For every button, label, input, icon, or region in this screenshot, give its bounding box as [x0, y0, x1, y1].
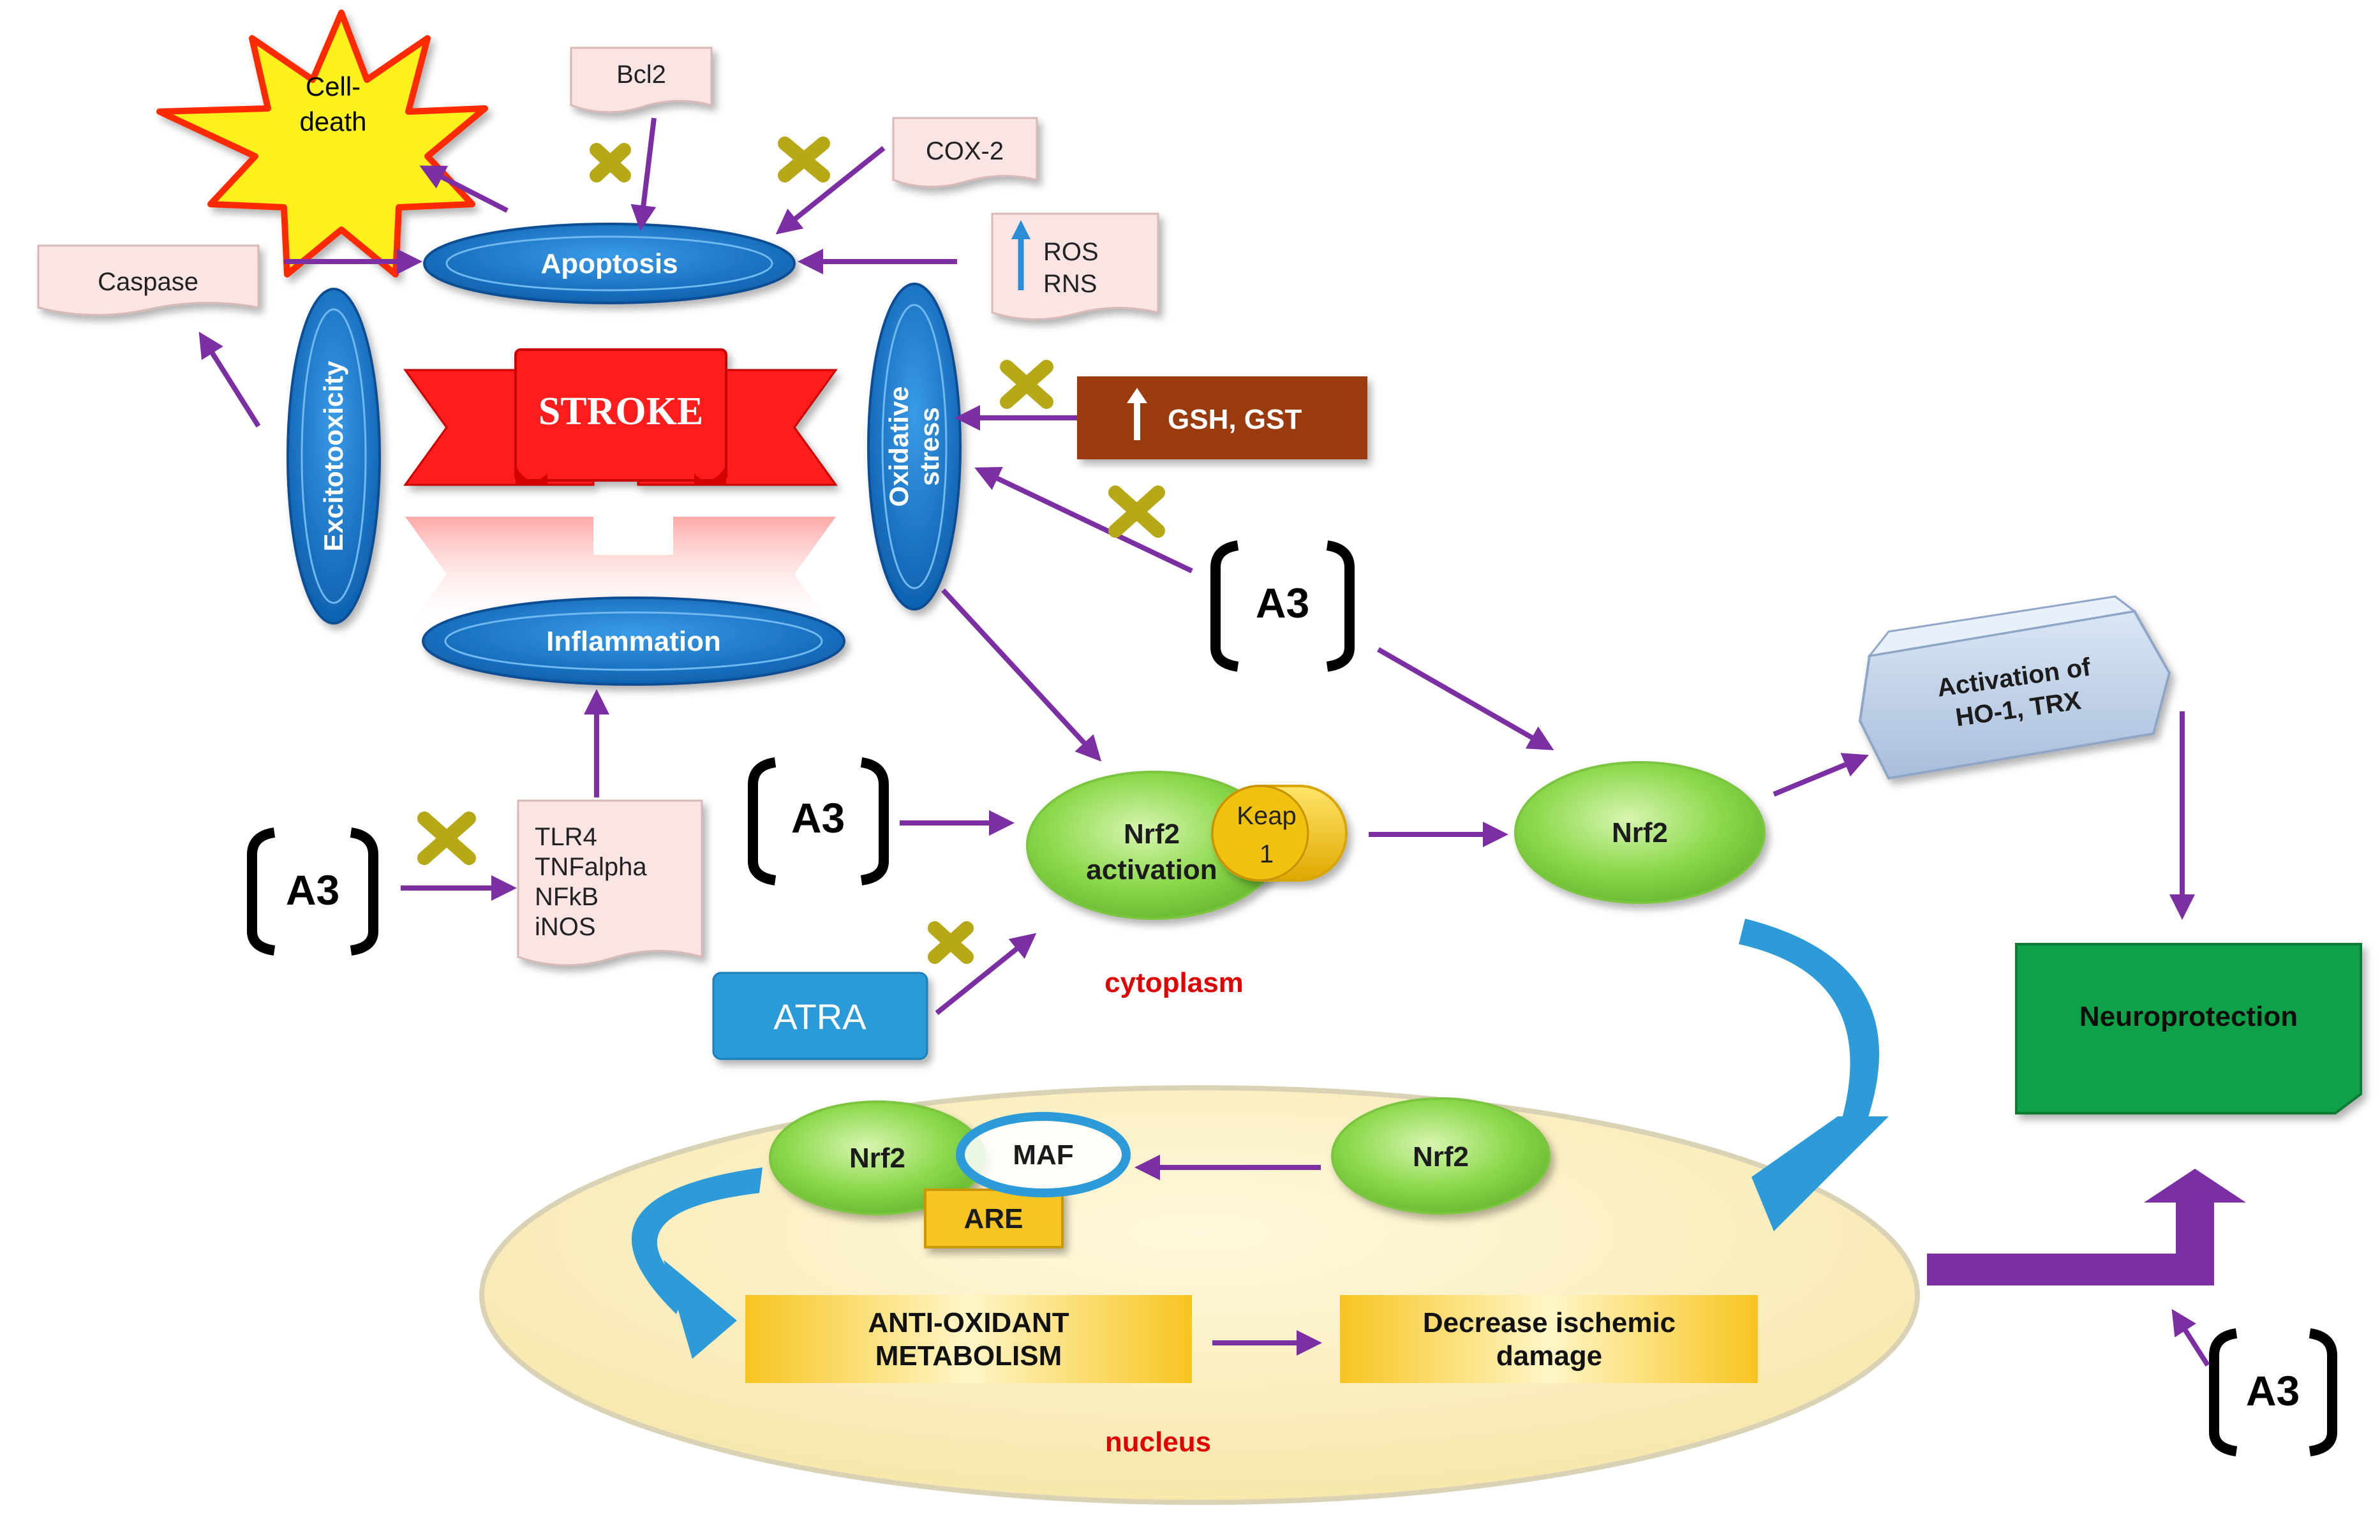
nucleus-label: nucleus: [1105, 1426, 1211, 1458]
cell-death-burst: Cell-death: [156, 10, 488, 278]
inhibition-x-icon: [590, 143, 631, 182]
translocation-arrow-icon: [1739, 919, 1889, 1231]
neuroprotection-elbow-arrow-icon: [1927, 1169, 2246, 1285]
caspase-box: Caspase: [37, 244, 260, 316]
nuclear-nrf2-ellipse: Nrf2: [769, 1100, 986, 1215]
a3-label: A3: [1256, 579, 1309, 626]
a3-label: A3: [791, 794, 845, 841]
tlr-item: TNFalpha: [535, 853, 647, 881]
ros-rns-box: ROS RNS: [991, 212, 1159, 320]
nrf2-ellipse: Nrf2: [1514, 761, 1766, 904]
a3-marker-left: A3: [247, 827, 378, 956]
atra-box: ATRA: [712, 972, 928, 1060]
tlr-list-box: TLR4 TNFalpha NFkB iNOS: [517, 799, 703, 966]
tlr-item: NFkB: [535, 883, 599, 911]
apoptosis-ellipse: Apoptosis: [423, 223, 796, 304]
gsh-gst-label: GSH, GST: [1168, 404, 1302, 435]
excitotoxicity-ellipse: Excitotooxicity: [286, 288, 381, 625]
stroke-label: STROKE: [539, 390, 703, 433]
cell-death-label: Cell-death: [299, 71, 366, 137]
a3-marker-top: A3: [1210, 540, 1355, 672]
oxidative-stress-ellipse: Oxidativestress: [867, 283, 962, 611]
activation-ho1-box: Activation ofHO-1, TRX: [1858, 595, 2171, 780]
apoptosis-label: Apoptosis: [540, 248, 678, 279]
are-label: ARE: [964, 1203, 1023, 1234]
caspase-label: Caspase: [98, 268, 198, 296]
a3-marker-bottom: A3: [2209, 1328, 2337, 1456]
maf-ring: MAF: [956, 1112, 1131, 1197]
bcl2-box: Bcl2: [570, 47, 713, 114]
transcription-arrow-icon: [631, 1167, 762, 1359]
rns-label: RNS: [1043, 270, 1097, 298]
nuclear-nrf2-label: Nrf2: [849, 1143, 905, 1174]
pathway-arrows: [198, 117, 2210, 1367]
inhibition-x-icon: [1000, 360, 1053, 409]
inhibition-x-icon: [417, 811, 476, 865]
are-block: ARE: [924, 1188, 1064, 1248]
neuroprotection-label: Neuroprotection: [2079, 1001, 2298, 1032]
excitotoxicity-label: Excitotooxicity: [318, 360, 348, 551]
bcl2-label: Bcl2: [616, 61, 666, 89]
inhibition-x-icon: [928, 921, 974, 964]
cox2-label: COX-2: [926, 137, 1004, 165]
atra-label: ATRA: [773, 996, 866, 1037]
nrf2-label: Nrf2: [1612, 817, 1668, 848]
tlr-item: iNOS: [535, 913, 596, 941]
inhibition-x-icon: [778, 137, 830, 182]
inflammation-ellipse: Inflammation: [422, 596, 845, 686]
a3-label: A3: [286, 866, 339, 914]
tlr-item: TLR4: [535, 823, 597, 851]
a3-label: A3: [2246, 1367, 2300, 1414]
neuroprotection-box: Neuroprotection: [2015, 943, 2362, 1114]
nuclear-nrf2-incoming-label: Nrf2: [1413, 1141, 1469, 1173]
cytoplasm-label: cytoplasm: [1104, 967, 1244, 998]
cox2-box: COX-2: [892, 117, 1038, 188]
nuclear-nrf2-incoming-ellipse: Nrf2: [1331, 1097, 1551, 1215]
inhibition-x-icon: [1108, 485, 1165, 538]
inflammation-label: Inflammation: [546, 626, 721, 657]
a3-marker-mid: A3: [748, 757, 889, 885]
oxidative-stress-label: Oxidativestress: [884, 386, 944, 507]
inhibition-x-icons: [417, 137, 1165, 964]
ros-label: ROS: [1043, 238, 1099, 266]
maf-label: MAF: [1013, 1139, 1073, 1171]
stroke-banner: STROKE: [403, 348, 838, 486]
gsh-gst-box: GSH, GST: [1077, 376, 1367, 459]
